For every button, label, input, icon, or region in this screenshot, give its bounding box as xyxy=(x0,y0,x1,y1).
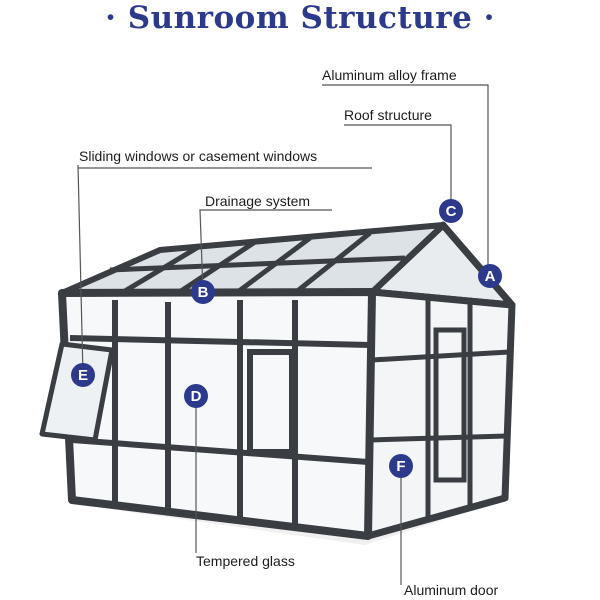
page-title: · Sunroom Structure · xyxy=(105,0,495,36)
badge-f-letter: F xyxy=(396,458,405,475)
label-roof-structure: Roof structure xyxy=(342,107,434,123)
badge-d: D xyxy=(184,384,208,408)
front-wall xyxy=(58,288,376,540)
badge-a: A xyxy=(478,264,502,288)
front-wall-mullions xyxy=(69,300,371,527)
roof-rafters xyxy=(109,231,406,298)
label-sliding-windows: Sliding windows or casement windows xyxy=(77,148,320,164)
badge-e: E xyxy=(71,363,95,387)
badge-a-letter: A xyxy=(485,268,496,285)
side-wall-mullions xyxy=(369,298,511,518)
badge-e-letter: E xyxy=(78,367,88,384)
label-drainage-system: Drainage system xyxy=(203,193,313,209)
badge-c: C xyxy=(439,199,463,223)
badge-c-letter: C xyxy=(446,203,457,220)
label-tempered-glass: Tempered glass xyxy=(194,553,297,569)
badge-d-letter: D xyxy=(191,388,202,405)
leader-lines xyxy=(77,84,489,585)
awning-window xyxy=(39,341,115,443)
label-aluminum-alloy-frame: Aluminum alloy frame xyxy=(320,67,459,83)
label-aluminum-door: Aluminum door xyxy=(402,582,501,598)
badge-f: F xyxy=(389,454,413,478)
badge-b: B xyxy=(191,280,215,304)
badge-b-letter: B xyxy=(198,284,209,301)
